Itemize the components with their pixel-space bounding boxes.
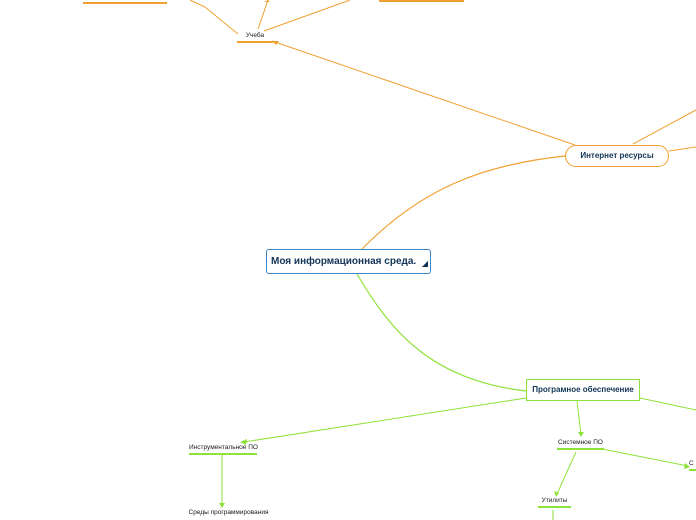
- connector-central-software: [356, 273, 527, 392]
- connector-software-offscreen: [639, 397, 696, 411]
- offscreen-topic-underline-left: [83, 2, 167, 4]
- connector-study-up-right: [263, 0, 351, 32]
- central-topic-label: Моя информационная среда.: [271, 256, 417, 267]
- subtopic-programming-environments-label: Среды программирования: [188, 509, 269, 516]
- arrowhead-utilities: [554, 491, 559, 497]
- subtopic-instrumental-software[interactable]: Инструментальное ПО: [189, 444, 258, 455]
- central-topic[interactable]: Моя информационная среда. ◢: [266, 249, 431, 274]
- arrowhead-offscreen: [684, 463, 690, 469]
- topic-internet-resources[interactable]: Интернет ресурсы: [565, 145, 669, 167]
- connector-study-up-left: [189, 0, 239, 35]
- connector-system-offscreen: [601, 448, 689, 467]
- subtopic-utilities-label: Утилиты: [541, 497, 568, 504]
- subtopic-utilities[interactable]: Утилиты: [538, 497, 571, 508]
- subtopic-cut-off-right[interactable]: С: [689, 460, 696, 471]
- expand-icon[interactable]: ◢: [421, 259, 428, 268]
- connector-internet-study: [271, 40, 576, 146]
- subtopic-system-software[interactable]: Системное ПО: [557, 439, 604, 450]
- arrowhead-study: [272, 41, 279, 45]
- arrowhead-env: [219, 503, 225, 508]
- topic-software[interactable]: Програмное обеспечение: [526, 379, 640, 401]
- connector-internet-offscreen-1: [632, 109, 696, 145]
- topic-software-label: Програмное обеспечение: [532, 385, 634, 394]
- subtopic-study[interactable]: Учеба: [237, 32, 273, 43]
- connector-central-internet: [361, 155, 566, 250]
- arrowhead-instrumental: [240, 439, 247, 445]
- offscreen-topic-underline-right: [379, 0, 464, 2]
- connector-internet-offscreen-2: [668, 146, 696, 152]
- subtopic-system-software-label: Системное ПО: [558, 439, 603, 446]
- subtopic-instrumental-software-label: Инструментальное ПО: [189, 444, 258, 451]
- topic-internet-resources-label: Интернет ресурсы: [580, 151, 654, 160]
- arrowhead-system: [578, 432, 584, 437]
- connector-system-utilities: [556, 451, 577, 495]
- connector-software-system: [576, 400, 582, 435]
- connector-software-instrumental: [243, 397, 527, 443]
- subtopic-study-label: Учеба: [245, 32, 265, 39]
- subtopic-programming-environments[interactable]: Среды программирования: [187, 509, 270, 520]
- arrowhead-up: [264, 0, 270, 2]
- subtopic-cut-off-right-label: С: [689, 460, 694, 467]
- connector-study-up: [257, 0, 269, 30]
